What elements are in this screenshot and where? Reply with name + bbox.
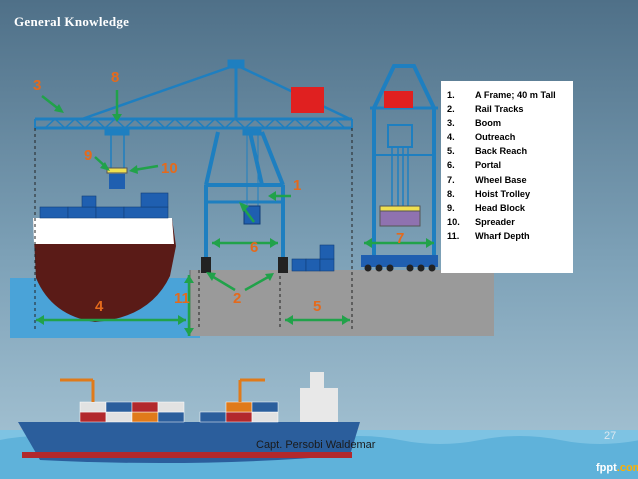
legend-text: Spreader — [475, 216, 515, 227]
legend-item: 8. Hoist Trolley — [447, 187, 573, 201]
legend-item: 6. Portal — [447, 158, 573, 172]
end-view-wheels — [364, 264, 436, 272]
legend-item: 11. Wharf Depth — [447, 229, 573, 243]
callout-1: 1 — [293, 177, 301, 194]
legend-number: 11. — [447, 230, 460, 241]
ship-containers — [39, 192, 169, 219]
ship-illustration-stripe — [22, 452, 352, 458]
legend-text: Back Reach — [475, 146, 528, 157]
legend-item: 4. Outreach — [447, 130, 573, 144]
legend-number: 6. — [447, 160, 455, 171]
legend-text: Head Block — [475, 202, 526, 213]
end-view-hoist — [379, 124, 421, 227]
callout-9: 9 — [84, 147, 92, 164]
legend-text: Hoist Trolley — [475, 188, 531, 199]
ship-illustration-bridge — [300, 388, 338, 422]
slide-title: General Knowledge — [14, 14, 130, 29]
legend-number: 1. — [447, 90, 455, 100]
legend-text: Portal — [475, 160, 502, 171]
legend-text: Outreach — [475, 132, 516, 143]
legend-item: 9. Head Block — [447, 201, 573, 215]
footer-credit: Capt. Persobi Waldemar — [256, 439, 376, 451]
legend-text: Wheel Base — [475, 174, 527, 185]
hoist-trolley — [104, 126, 262, 225]
legend-number: 8. — [447, 188, 455, 199]
callout-10: 10 — [161, 160, 178, 177]
legend-number: 5. — [447, 146, 455, 157]
legend-number: 10. — [447, 216, 460, 227]
ship-illustration-funnel — [310, 372, 324, 388]
page-number: 27 — [604, 430, 617, 442]
boom — [34, 117, 353, 130]
callout-11: 11 — [174, 290, 190, 307]
legend-text: Wharf Depth — [475, 230, 530, 241]
legend-item: 10. Spreader — [447, 215, 573, 229]
callout-8: 8 — [111, 69, 119, 86]
callout-arrows — [36, 90, 434, 336]
crane-end-view — [370, 64, 438, 258]
cargo-container-hanging — [109, 174, 125, 189]
legend-number: 7. — [447, 174, 455, 185]
legend-list: 1. A Frame; 40 m Tall 2. Rail Tracks 3. Boo… — [441, 81, 573, 243]
legend-number: 2. — [447, 104, 455, 115]
brand-logo: fppt.com — [596, 462, 638, 474]
legend-number: 3. — [447, 118, 455, 129]
brand-suffix: .com — [616, 462, 638, 474]
legend-number: 9. — [447, 202, 455, 213]
callout-5: 5 — [313, 298, 321, 315]
ship-bulwark — [33, 218, 174, 244]
wharf-containers — [291, 244, 335, 272]
legend-item: 1. A Frame; 40 m Tall — [447, 88, 573, 102]
end-view-bogie — [361, 255, 438, 267]
legend-number: 4. — [447, 132, 455, 143]
end-view-machinery — [384, 91, 413, 108]
ship-illustration-cranes — [60, 378, 265, 402]
ship-illustration-containers — [79, 401, 279, 423]
dashed-guides — [34, 128, 353, 330]
rail-bogies — [201, 257, 288, 273]
callout-2: 2 — [233, 290, 241, 307]
callout-3: 3 — [33, 77, 41, 94]
legend-text: Boom — [475, 118, 502, 129]
portal — [204, 131, 285, 260]
legend-text: A Frame; 40 m Tall — [475, 90, 556, 100]
brand-name: fppt — [596, 462, 617, 474]
legend-item: 7. Wheel Base — [447, 173, 573, 187]
callout-6: 6 — [250, 239, 258, 256]
legend-item: 3. Boom — [447, 116, 573, 130]
legend-panel: 1. A Frame; 40 m Tall 2. Rail Tracks 3. Boo… — [441, 81, 573, 273]
legend-item: 5. Back Reach — [447, 144, 573, 158]
machinery-house — [291, 87, 324, 113]
legend-text: Rail Tracks — [475, 104, 524, 115]
callout-4: 4 — [95, 298, 104, 315]
callout-7: 7 — [396, 230, 404, 247]
legend-item: 2. Rail Tracks — [447, 102, 573, 116]
